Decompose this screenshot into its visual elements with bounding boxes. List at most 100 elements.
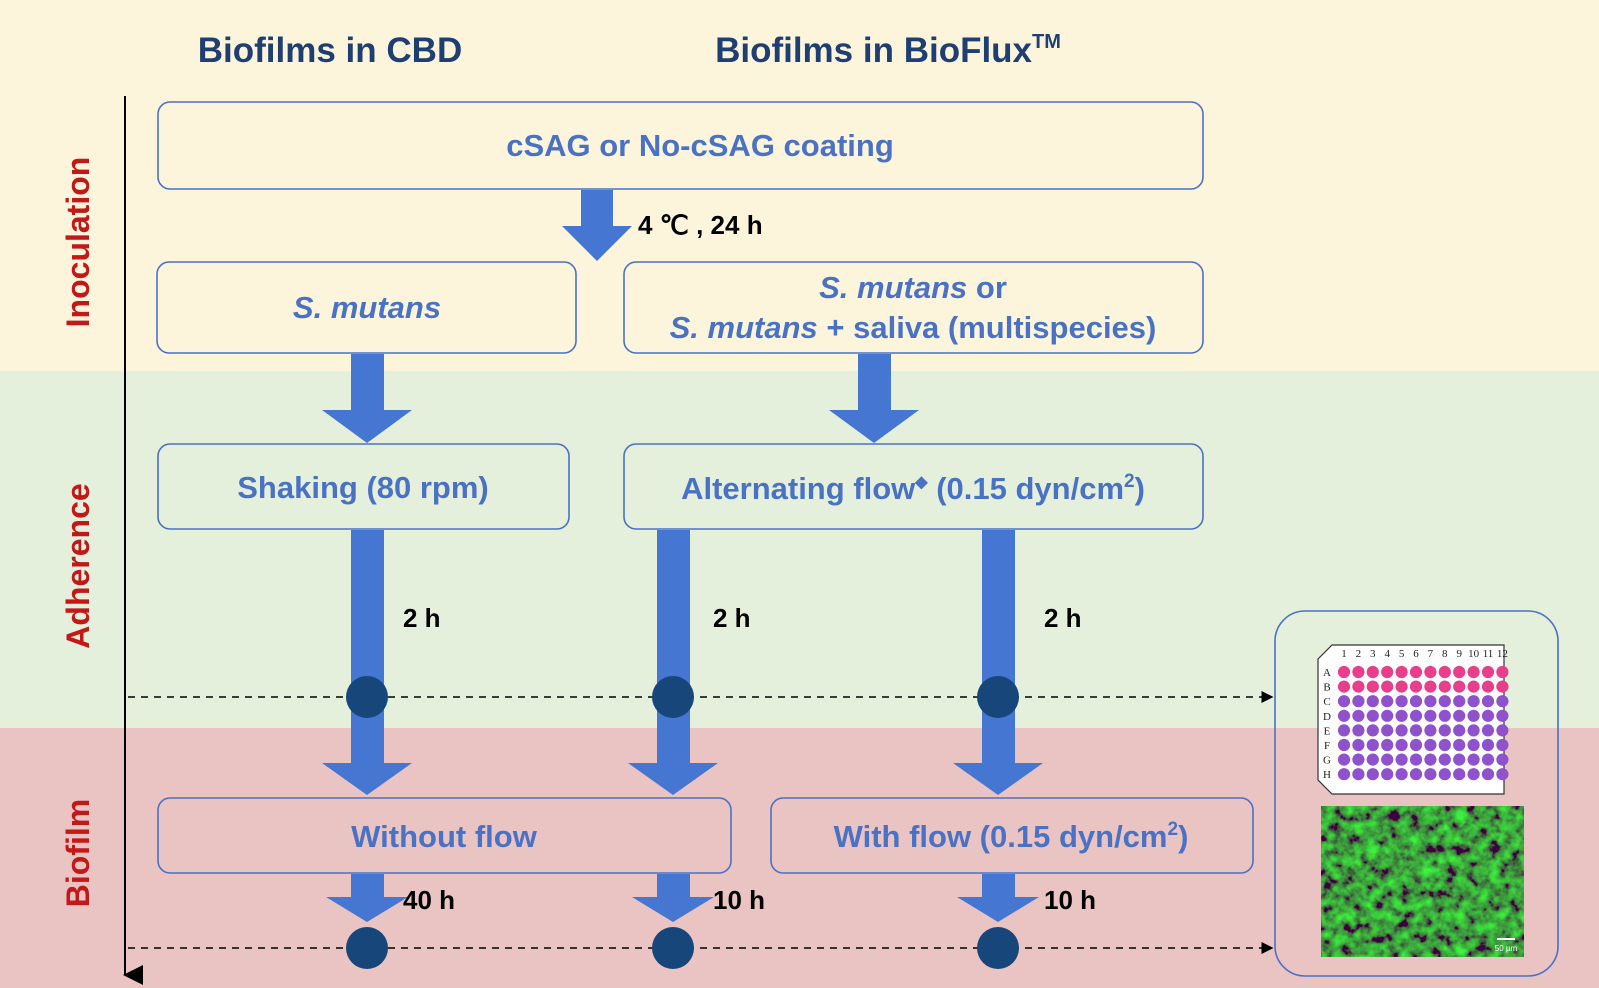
well-pink (1366, 665, 1379, 679)
well-purple (1438, 724, 1451, 737)
phase-label-adherence: Adherence (60, 483, 96, 648)
well-pink (1337, 665, 1351, 679)
well-purple (1366, 738, 1379, 752)
plate-column-label: 6 (1413, 648, 1419, 660)
arrow-bf-to-altflow (829, 354, 919, 443)
well-purple (1395, 709, 1408, 722)
band-inoculation (0, 0, 1599, 371)
well-pink (1352, 665, 1365, 679)
node-biofilm-cbd (346, 927, 388, 969)
well-purple (1481, 753, 1495, 766)
well-purple (1481, 695, 1495, 708)
well-purple (1381, 709, 1394, 722)
well-purple (1467, 738, 1480, 752)
well-pink (1395, 665, 1408, 679)
well-purple (1424, 738, 1437, 752)
well-purple (1381, 768, 1394, 781)
well-purple (1352, 724, 1365, 737)
well-purple (1453, 724, 1466, 737)
plate-row-label: B (1323, 682, 1330, 694)
plate-column-label: 10 (1468, 648, 1480, 660)
node-adherence-bf2 (977, 676, 1019, 718)
well-pink (1409, 665, 1423, 679)
well-purple (1409, 724, 1423, 737)
well-purple (1496, 768, 1509, 781)
plate-row-label: G (1323, 755, 1331, 767)
well-pink (1496, 680, 1509, 693)
well-purple (1366, 753, 1379, 766)
arrow-bf2-adherence (953, 530, 1043, 795)
well-purple (1438, 753, 1451, 766)
box-shaking (157, 443, 570, 530)
arrow-bf2-biofilm (957, 874, 1039, 922)
alternating-flow-text: Alternating flow◆ (0.15 dyn/cm2) (681, 471, 1145, 506)
coating-condition-label: 4 ℃ , 24 h (638, 210, 763, 240)
strain-bioflux-line1: S. mutans or (819, 270, 1007, 305)
well-purple (1496, 724, 1509, 737)
box-without-flow (157, 797, 732, 874)
well-purple (1481, 724, 1495, 737)
well-purple (1352, 695, 1365, 708)
well-purple (1395, 768, 1408, 781)
plate-row-label: C (1323, 696, 1330, 708)
well-purple (1467, 768, 1480, 781)
well-purple (1337, 709, 1351, 722)
well-purple (1424, 709, 1437, 722)
well-purple (1352, 738, 1365, 752)
well-purple (1352, 768, 1365, 781)
plate-column-label: 8 (1442, 648, 1448, 660)
well-pink (1438, 680, 1451, 693)
well-purple (1381, 753, 1394, 766)
fluorescence-micrograph: 50 µm (1321, 806, 1524, 957)
well-purple (1424, 768, 1437, 781)
well-pink (1467, 680, 1480, 693)
well-purple (1395, 724, 1408, 737)
well-purple (1409, 768, 1423, 781)
well-purple (1496, 695, 1509, 708)
well-pink (1424, 680, 1437, 693)
well-purple (1496, 709, 1509, 722)
node-adherence-cbd (346, 676, 388, 718)
well-purple (1424, 724, 1437, 737)
well-pink (1438, 665, 1451, 679)
well-purple (1381, 724, 1394, 737)
plate-column-label: 2 (1356, 648, 1362, 660)
well-pink (1381, 680, 1394, 693)
plate-row-label: E (1324, 725, 1331, 737)
well-purple (1481, 738, 1495, 752)
well-pink (1481, 680, 1495, 693)
well-purple (1337, 724, 1351, 737)
well-purple (1395, 738, 1408, 752)
well-purple (1381, 738, 1394, 752)
well-purple (1395, 695, 1408, 708)
well-pink (1395, 680, 1408, 693)
well-pink (1409, 680, 1423, 693)
shaking-text: Shaking (80 rpm) (237, 470, 489, 505)
well-pink (1481, 665, 1495, 679)
adh-time-cbd: 2 h (403, 603, 441, 633)
plate-row-label: A (1323, 667, 1331, 679)
plate-column-label: 3 (1370, 648, 1376, 660)
bio-time-bf2: 10 h (1044, 885, 1096, 915)
plate-column-label: 11 (1483, 648, 1494, 660)
coating-text: cSAG or No-cSAG coating (506, 128, 894, 163)
well-purple (1467, 724, 1480, 737)
well-pink (1424, 665, 1437, 679)
bio-time-cbd: 40 h (403, 885, 455, 915)
without-flow-text: Without flow (351, 819, 538, 854)
well-purple (1438, 768, 1451, 781)
well-purple (1337, 695, 1351, 708)
well-purple (1438, 738, 1451, 752)
plate-column-label: 9 (1456, 648, 1462, 660)
smutans-cbd-text: S. mutans (293, 290, 441, 325)
arrow-bf1-biofilm (632, 874, 714, 922)
box-strain-bioflux (623, 261, 1204, 354)
well-purple (1438, 709, 1451, 722)
well-purple (1352, 753, 1365, 766)
well-purple (1453, 709, 1466, 722)
arrow-cbd-adherence (322, 530, 412, 795)
well-pink (1352, 680, 1365, 693)
plate-column-label: 1 (1341, 648, 1347, 660)
